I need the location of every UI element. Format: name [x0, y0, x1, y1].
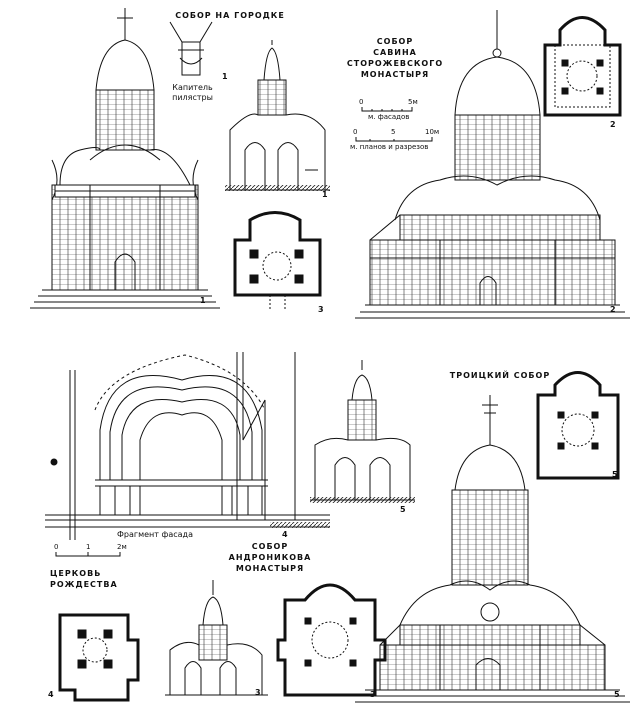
figure-number: 3	[370, 690, 376, 699]
scale-tick: 10м	[425, 128, 440, 136]
scale-tick: 2м	[117, 543, 127, 551]
title-troitsky: Троицкий собор	[449, 371, 551, 380]
figure-number: 5	[614, 690, 620, 699]
figure-number: 1	[222, 72, 228, 81]
troitsky-plan-drawing	[536, 371, 620, 480]
gorodok-section-drawing	[225, 40, 330, 191]
troitsky-facade-drawing	[355, 395, 630, 703]
figure-number: 3	[255, 688, 261, 697]
gorodok-plan-drawing	[233, 211, 322, 310]
figure-number: 1	[200, 296, 206, 305]
capital-caption: Капитель пилястры	[165, 83, 220, 103]
scale-tick: 0	[54, 543, 59, 551]
figure-number: 3	[318, 305, 324, 314]
andronikov-plan-drawing	[276, 583, 387, 697]
rozhdestvo-plan-drawing	[58, 613, 140, 702]
figure-number: 2	[610, 305, 616, 314]
savvin-facade-drawing	[355, 10, 630, 319]
andronikov-section-drawing	[165, 580, 268, 696]
scale-tick: 5м	[408, 98, 418, 106]
savvin-plan-drawing	[543, 16, 622, 117]
gorodok-facade-drawing	[30, 8, 220, 309]
scale-bars	[55, 107, 433, 557]
title-line: монастыря	[235, 564, 305, 573]
title-line: Собор	[376, 37, 414, 46]
scale-tick: 1	[86, 543, 91, 551]
troitsky-section-drawing	[310, 360, 415, 503]
scale-tick: 0	[359, 98, 364, 106]
figure-number: 5	[400, 505, 406, 514]
title-line: Собор	[251, 542, 289, 551]
title-line: монастыря	[360, 70, 430, 79]
caption-line: пилястры	[172, 93, 213, 102]
title-gorodok: Собор на Городке	[175, 11, 285, 20]
scale-label: м. фасадов	[368, 113, 410, 121]
scale-tick: 0	[353, 128, 358, 136]
title-andronikov: Собор Андроникова монастыря	[215, 541, 325, 574]
figure-number: 2	[610, 120, 616, 129]
title-line: Андроникова	[228, 553, 312, 562]
fragment-caption: Фрагмент фасада	[117, 530, 193, 539]
figure-number: 1	[322, 190, 328, 199]
title-savvin: Собор Савина Сторожевского монастыря	[330, 36, 460, 80]
scale-label: м. планов и разрезов	[350, 143, 429, 151]
figure-number: 4	[48, 690, 54, 699]
caption-line: Капитель	[172, 83, 213, 92]
bullet-mark	[50, 458, 58, 466]
figure-number: 4	[282, 530, 288, 539]
scale-tick: 5	[391, 128, 396, 136]
capital-drawing	[169, 21, 213, 76]
facade-fragment-drawing	[45, 352, 330, 540]
title-line: Савина Сторожевского	[346, 48, 444, 68]
title-rozhdestvo: Церковь Рождества	[50, 569, 118, 589]
figure-number: 5	[612, 470, 618, 479]
